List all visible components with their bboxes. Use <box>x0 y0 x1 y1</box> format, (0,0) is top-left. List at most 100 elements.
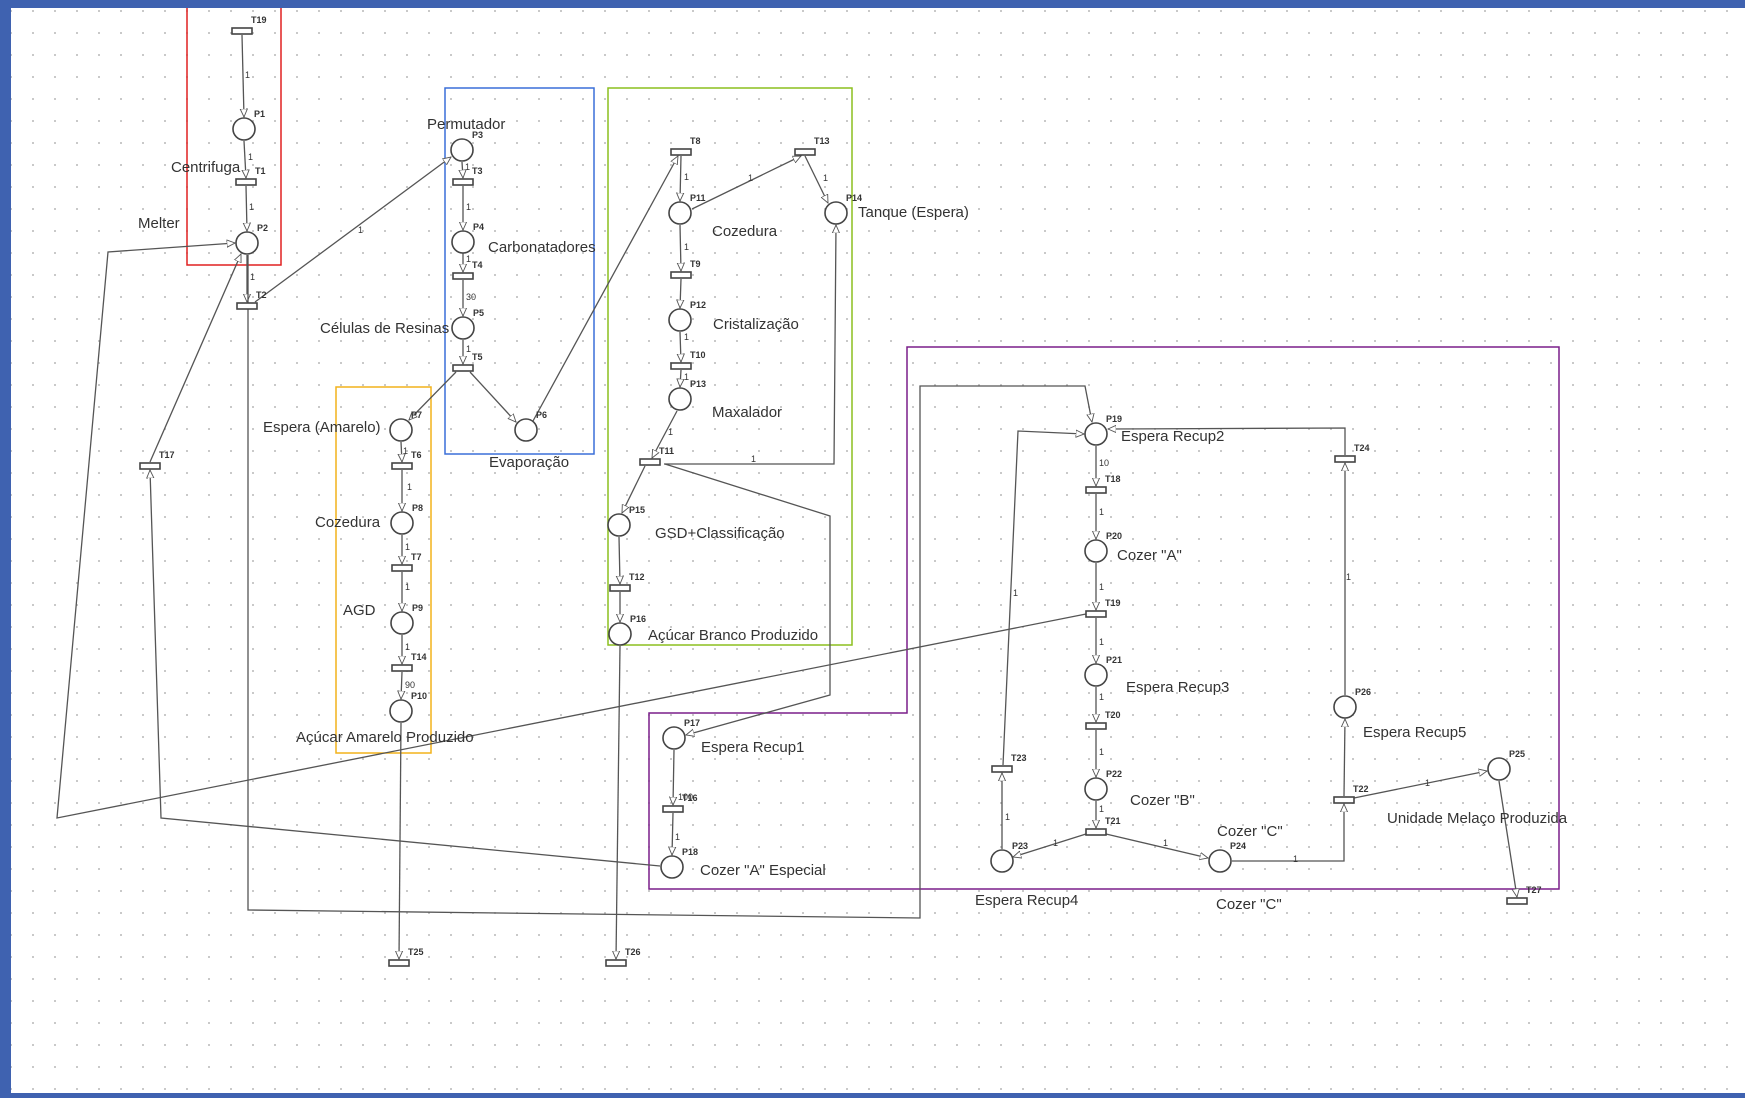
place-circle[interactable] <box>1085 423 1107 445</box>
place-circle[interactable] <box>390 419 412 441</box>
transition-bar[interactable] <box>392 565 412 571</box>
transition-bar[interactable] <box>795 149 815 155</box>
place-circle[interactable] <box>669 202 691 224</box>
place-circle[interactable] <box>609 623 631 645</box>
transition-bar[interactable] <box>392 463 412 469</box>
place-id-label: P17 <box>684 718 700 728</box>
transition-id-label: T3 <box>472 166 483 176</box>
transition-bar[interactable] <box>1086 487 1106 493</box>
transition-bar[interactable] <box>389 960 409 966</box>
transition-id-label: T24 <box>1354 443 1370 453</box>
transition-bar[interactable] <box>453 179 473 185</box>
node-label: Permutador <box>427 116 505 133</box>
arc-weight: 1 <box>684 372 689 382</box>
transition-bar[interactable] <box>237 303 257 309</box>
arc-weight: 1 <box>668 427 673 437</box>
place-circle[interactable] <box>608 514 630 536</box>
node-label: AGD <box>343 602 376 619</box>
place-circle[interactable] <box>390 700 412 722</box>
transition-bar[interactable] <box>1086 723 1106 729</box>
node-label: Cozedura <box>315 514 381 531</box>
arc-weight: 1 <box>407 482 412 492</box>
arc-weight: 1 <box>1099 804 1104 814</box>
transition-bar[interactable] <box>1334 797 1354 803</box>
transition-bar[interactable] <box>992 766 1012 772</box>
place-id-label: P19 <box>1106 414 1122 424</box>
transition-bar[interactable] <box>663 806 683 812</box>
transition-bar[interactable] <box>606 960 626 966</box>
transition-id-label: T9 <box>690 259 701 269</box>
place-circle[interactable] <box>825 202 847 224</box>
transition-id-label: T16 <box>682 793 698 803</box>
place-circle[interactable] <box>669 388 691 410</box>
arc-weight: 30 <box>466 292 476 302</box>
node-label: Espera Recup4 <box>975 892 1078 909</box>
arc-weight: 1 <box>1099 637 1104 647</box>
transition-id-label: T27 <box>1526 885 1542 895</box>
arc-weight: 1 <box>466 254 471 264</box>
place-circle[interactable] <box>1334 696 1356 718</box>
arc-weight: 1 <box>751 454 756 464</box>
transition-id-label: T11 <box>659 446 674 456</box>
transition-bar[interactable] <box>1507 898 1527 904</box>
arc-weight: 1 <box>1346 572 1351 582</box>
transition-id-label: T7 <box>411 552 422 562</box>
transition-bar[interactable] <box>236 179 256 185</box>
place-circle[interactable] <box>1085 540 1107 562</box>
node-label: Cozer "B" <box>1130 792 1195 809</box>
place-id-label: P5 <box>473 308 484 318</box>
node-label: Cozer "A" Especial <box>700 862 826 879</box>
node-label: Evaporação <box>489 454 569 471</box>
arc-weight: 1 <box>245 70 250 80</box>
transition-bar[interactable] <box>671 363 691 369</box>
place-circle[interactable] <box>233 118 255 140</box>
transition-bar[interactable] <box>671 272 691 278</box>
place-circle[interactable] <box>391 512 413 534</box>
transition-bar[interactable] <box>1335 456 1355 462</box>
transition-id-label: T18 <box>1105 474 1121 484</box>
place-circle[interactable] <box>452 231 474 253</box>
transition-bar[interactable] <box>453 365 473 371</box>
transition-bar[interactable] <box>140 463 160 469</box>
transition-bar[interactable] <box>232 28 252 34</box>
place-circle[interactable] <box>451 139 473 161</box>
place-id-label: P25 <box>1509 749 1525 759</box>
transition-bar[interactable] <box>453 273 473 279</box>
place-circle[interactable] <box>1085 778 1107 800</box>
place-circle[interactable] <box>1085 664 1107 686</box>
node-label: Cozer "A" <box>1117 547 1182 564</box>
arc-weight: 1 <box>748 173 753 183</box>
place-circle[interactable] <box>661 856 683 878</box>
place-circle[interactable] <box>452 317 474 339</box>
transition-id-label: T20 <box>1105 710 1121 720</box>
arc-weight: 1 <box>1293 854 1298 864</box>
node-label: Carbonatadores <box>488 239 596 256</box>
node-label: Melter <box>138 215 180 232</box>
transition-bar[interactable] <box>1086 611 1106 617</box>
transition-bar[interactable] <box>1086 829 1106 835</box>
place-circle[interactable] <box>991 850 1013 872</box>
place-circle[interactable] <box>391 612 413 634</box>
place-circle[interactable] <box>1209 850 1231 872</box>
place-circle[interactable] <box>515 419 537 441</box>
transition-id-label: T22 <box>1353 784 1369 794</box>
arc-weight: 1 <box>405 542 410 552</box>
place-id-label: P22 <box>1106 769 1122 779</box>
transition-id-label: T14 <box>411 652 427 662</box>
place-id-label: P7 <box>411 410 422 420</box>
node-label: GSD+Classificação <box>655 525 785 542</box>
arc-weight: 1 <box>250 272 255 282</box>
transition-bar[interactable] <box>610 585 630 591</box>
transition-id-label: T21 <box>1105 816 1121 826</box>
transition-id-label: T5 <box>472 352 483 362</box>
place-circle[interactable] <box>236 232 258 254</box>
transition-bar[interactable] <box>392 665 412 671</box>
node-label: Unidade Melaço Produzida <box>1387 810 1568 827</box>
arc-weight: 1 <box>1053 838 1058 848</box>
place-circle[interactable] <box>663 727 685 749</box>
transition-bar[interactable] <box>640 459 660 465</box>
place-circle[interactable] <box>1488 758 1510 780</box>
place-circle[interactable] <box>669 309 691 331</box>
transition-bar[interactable] <box>671 149 691 155</box>
